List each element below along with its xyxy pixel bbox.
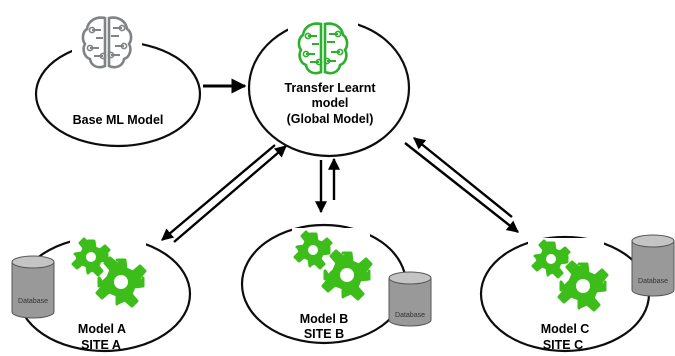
brain-icon <box>70 6 144 80</box>
site-a-site-label: SITE A <box>81 338 121 352</box>
site-a-model-label: Model A <box>78 322 126 336</box>
arrow-site-a-to-global <box>173 145 287 243</box>
site-b-model-label: Model B <box>300 312 349 326</box>
brain-icon <box>286 12 360 86</box>
arrow-site-c-to-global <box>413 137 513 218</box>
base-model-node: Base ML Model <box>34 6 202 148</box>
site-a-node: Database Model A SITE A <box>11 233 192 353</box>
database-label: Database <box>638 278 668 285</box>
arrows <box>161 78 519 243</box>
base-model-label: Base ML Model <box>73 113 164 127</box>
database-label: Database <box>18 298 48 305</box>
arrow-global-to-site-c <box>404 142 519 233</box>
global-model-line1: Transfer Learnt <box>284 81 376 95</box>
database-icon: Database <box>388 271 432 327</box>
database-icon: Database <box>11 255 55 319</box>
global-model-line2: model <box>312 96 349 110</box>
database-label: Database <box>395 312 425 319</box>
site-c-model-label: Model C <box>541 322 590 336</box>
site-b-node: Database Model B SITE B <box>240 223 432 345</box>
global-model-line3: (Global Model) <box>287 112 374 126</box>
site-b-site-label: SITE B <box>304 327 344 341</box>
database-icon: Database <box>631 234 675 297</box>
site-c-site-label: SITE C <box>543 338 583 352</box>
site-c-node: Database Model C SITE C <box>479 234 675 353</box>
global-model-node: Transfer Learnt model (Global Model) <box>247 12 411 158</box>
arrow-global-to-site-a <box>161 144 276 241</box>
